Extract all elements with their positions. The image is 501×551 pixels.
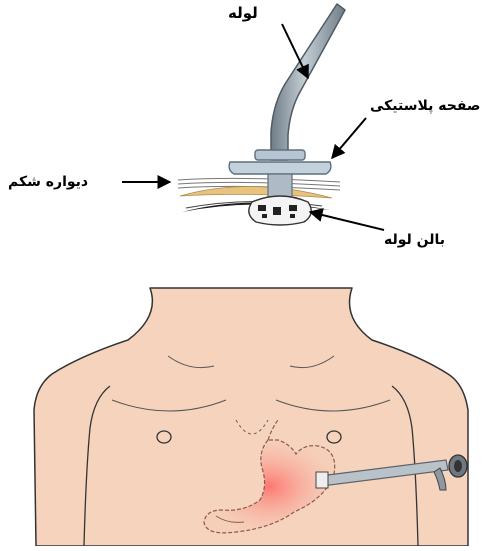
tube-balloon [249, 196, 311, 225]
label-plastic-disc: صفحه پلاستیکی [370, 98, 480, 114]
plastic-disc-arrow [332, 118, 366, 158]
label-tube-balloon: بالن لوله [384, 232, 445, 248]
label-arrows [122, 24, 384, 230]
label-abdominal-wall: دیواره شکم [8, 174, 88, 190]
label-tube: لوله [228, 4, 258, 22]
tube-fixation-disc [316, 472, 328, 488]
tube-balloon-arrow [310, 212, 384, 230]
feeding-tube [271, 4, 345, 160]
